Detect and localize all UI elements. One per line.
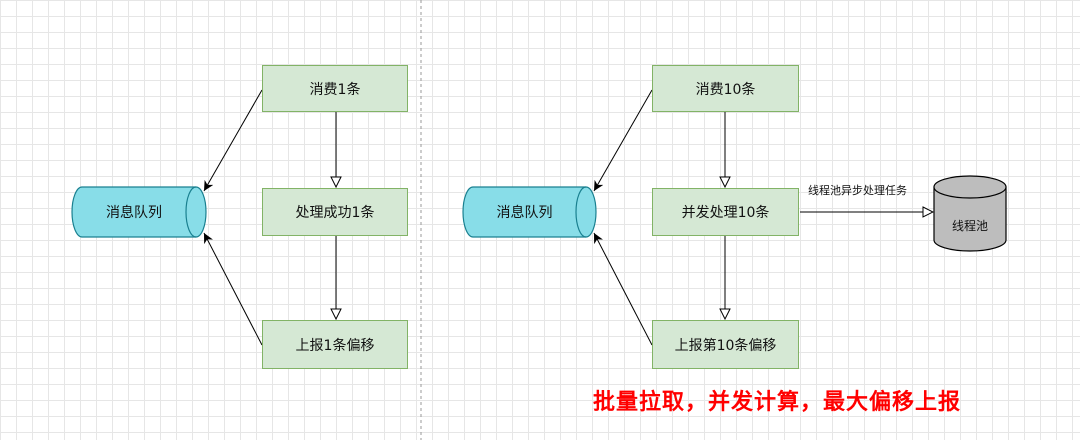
thread-pool-label: 线程池 bbox=[951, 218, 988, 233]
left-report-box: 上报1条偏移 bbox=[262, 320, 408, 369]
left-process-box: 处理成功1条 bbox=[262, 188, 408, 236]
right-report-box: 上报第10条偏移 bbox=[652, 320, 799, 369]
left-arrow-consume-from-queue bbox=[203, 89, 263, 192]
thread-pool-edge-label: 线程池异步处理任务 bbox=[808, 184, 907, 197]
right-process-box: 并发处理10条 bbox=[652, 188, 799, 236]
left-queue-label: 消息队列 bbox=[106, 205, 162, 221]
right-arrow-consume-from-queue bbox=[593, 89, 653, 192]
left-queue-shape bbox=[71, 186, 207, 238]
right-arrow-report-to-queue bbox=[593, 232, 653, 346]
left-arrow-report-to-queue bbox=[203, 232, 263, 346]
thread-pool-shape bbox=[933, 175, 1007, 252]
left-consume-box: 消费1条 bbox=[262, 65, 408, 112]
summary-caption: 批量拉取，并发计算，最大偏移上报 bbox=[593, 390, 962, 415]
right-queue-shape bbox=[462, 186, 597, 238]
right-queue-label: 消息队列 bbox=[496, 205, 553, 221]
right-consume-box: 消费10条 bbox=[652, 65, 799, 112]
